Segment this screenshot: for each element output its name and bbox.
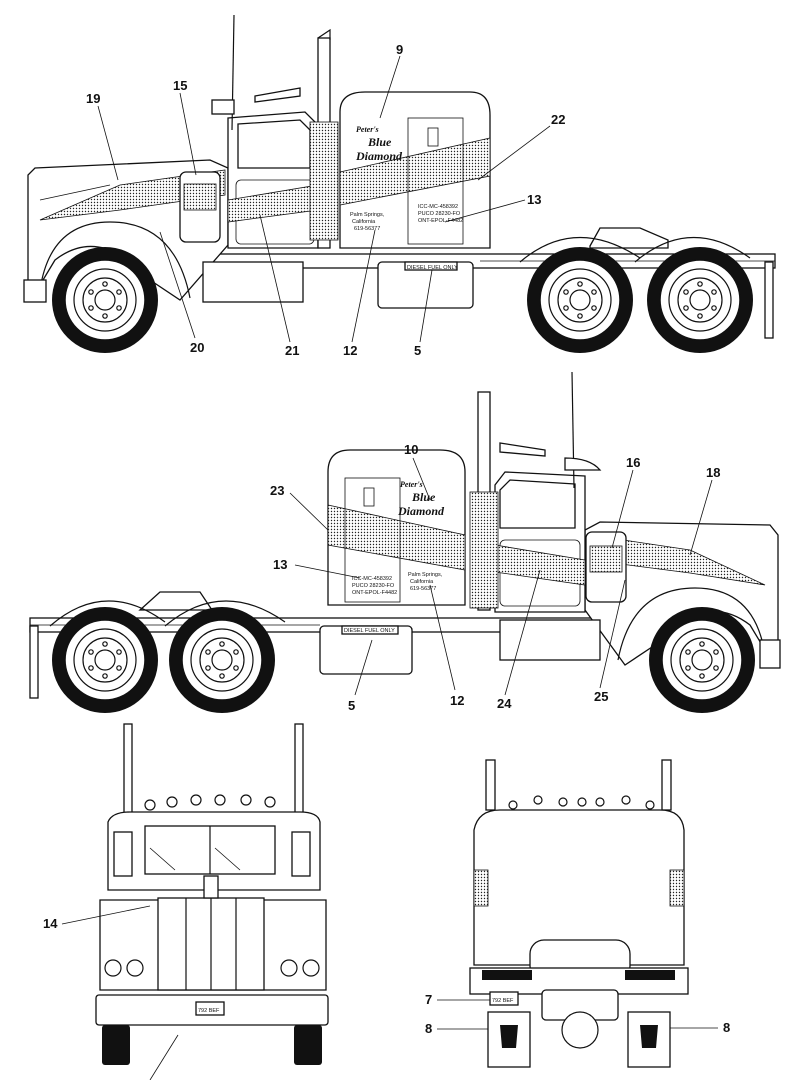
- decal-puco: PUCO 28230-FO: [352, 583, 395, 589]
- front-view: 792 BEF 14: [43, 723, 329, 1080]
- front-wheel: [648, 606, 756, 714]
- decal-fuel: DIESEL FUEL ONLY: [407, 265, 458, 271]
- battery-box: [202, 261, 304, 303]
- exhaust-heat-shield: [309, 121, 339, 241]
- drive-wheel-rear: [646, 246, 754, 354]
- callout-8-left: 8: [425, 1021, 432, 1036]
- exhaust-stack-right: [661, 759, 672, 811]
- callout-16: 16: [626, 455, 640, 470]
- decal-fuel: DIESEL FUEL ONLY: [344, 628, 395, 634]
- decal-location-line1: Palm Springs,: [350, 212, 385, 218]
- decal-location-line2: California: [410, 579, 434, 585]
- cab-window: [237, 119, 311, 169]
- decal-phone: 619-56377: [410, 586, 436, 592]
- callout-13-top: 13: [527, 192, 541, 207]
- sun-visor: [564, 457, 602, 471]
- decal-owner: Peter's: [400, 480, 423, 489]
- cab-marker-lights: [144, 794, 276, 811]
- headlight-left-inner: [126, 959, 144, 977]
- sleeper-rear: [473, 809, 685, 966]
- callout-21: 21: [285, 343, 299, 358]
- exhaust-heat-shield: [469, 491, 499, 609]
- callout-8-right: 8: [723, 1020, 730, 1035]
- mud-flap: [29, 625, 39, 699]
- drive-wheel-rear: [51, 606, 159, 714]
- callout-24: 24: [497, 696, 512, 711]
- battery-box: [499, 619, 601, 661]
- sleeper-marker-lights: [508, 795, 655, 810]
- headlight-right-inner: [280, 959, 298, 977]
- air-horn: [254, 87, 301, 103]
- air-horn: [499, 442, 546, 457]
- callout-7: 7: [425, 992, 432, 1007]
- sleeper-stripe: [339, 137, 491, 206]
- front-fender: [617, 587, 766, 661]
- callout-5-top: 5: [414, 343, 421, 358]
- mud-flap-emblem-left: [500, 1025, 518, 1048]
- callout-20: 20: [190, 340, 204, 355]
- decal-brand-line2: Diamond: [397, 504, 445, 518]
- decal-ont: ONT-EPOL-F4482: [352, 590, 397, 596]
- callout-9: 9: [396, 42, 403, 57]
- callout-12-middle: 12: [450, 693, 464, 708]
- headlight-left-outer: [104, 959, 122, 977]
- sleeper-door: [344, 477, 401, 603]
- mirror-right: [291, 831, 311, 877]
- side-view-right: Peter's Blue Diamond ICC-MC-458392 PUCO …: [29, 371, 781, 714]
- decal-brand-line1: Blue: [411, 490, 436, 504]
- mud-flap-emblem-right: [640, 1025, 658, 1048]
- front-tire-left: [102, 1025, 130, 1065]
- drive-wheel-front: [526, 246, 634, 354]
- callout-18: 18: [706, 465, 720, 480]
- exhaust-stack-left: [485, 759, 496, 811]
- callout-12-top: 12: [343, 343, 357, 358]
- callout-15: 15: [173, 78, 187, 93]
- decal-phone: 619-56377: [354, 226, 380, 232]
- fifth-wheel: [589, 227, 669, 249]
- front-wheel: [51, 246, 159, 354]
- front-tire-right: [294, 1025, 322, 1065]
- license-plate-rear: [489, 991, 519, 1006]
- headlight-right-outer: [302, 959, 320, 977]
- front-bumper: [23, 279, 47, 303]
- callout-23: 23: [270, 483, 284, 498]
- license-plate-front: [195, 1001, 225, 1016]
- callout-10: 10: [404, 442, 418, 457]
- hood-ornament: [203, 875, 219, 899]
- cab-window: [499, 479, 576, 529]
- sleeper-door: [407, 117, 464, 245]
- callout-5-middle: 5: [348, 698, 355, 713]
- decal-puco: PUCO 28230-FO: [418, 211, 461, 217]
- plate-number-rear: 792 BEF: [492, 998, 514, 1004]
- differential: [561, 1011, 599, 1049]
- callout-19: 19: [86, 91, 100, 106]
- front-bumper: [759, 639, 781, 669]
- decal-icc: ICC-MC-458392: [418, 204, 458, 210]
- decal-location-line1: Palm Springs,: [408, 572, 443, 578]
- mirror-left: [113, 831, 133, 877]
- decal-icc: ICC-MC-458392: [352, 576, 392, 582]
- decal-owner: Peter's: [356, 125, 379, 134]
- decal-brand-line1: Blue: [367, 135, 392, 149]
- callout-22: 22: [551, 112, 565, 127]
- callout-14: 14: [43, 916, 58, 931]
- side-view-left: Peter's Blue Diamond Palm Springs, Calif…: [23, 14, 776, 358]
- fifth-wheel: [138, 591, 214, 611]
- rear-view: 792 BEF 7 8 8: [425, 759, 730, 1068]
- mud-flap: [764, 261, 774, 339]
- decal-ont: ONT-EPOL-F4482: [418, 218, 463, 224]
- drive-wheel-front: [168, 606, 276, 714]
- decal-location-line2: California: [352, 219, 376, 225]
- front-fender: [39, 221, 191, 299]
- callout-25: 25: [594, 689, 608, 704]
- plate-number-front: 792 BEF: [198, 1008, 220, 1014]
- decal-brand-line2: Diamond: [355, 149, 403, 163]
- sleeper-stripe: [327, 504, 466, 571]
- callout-13-middle: 13: [273, 557, 287, 572]
- hood-stripe: [39, 169, 226, 221]
